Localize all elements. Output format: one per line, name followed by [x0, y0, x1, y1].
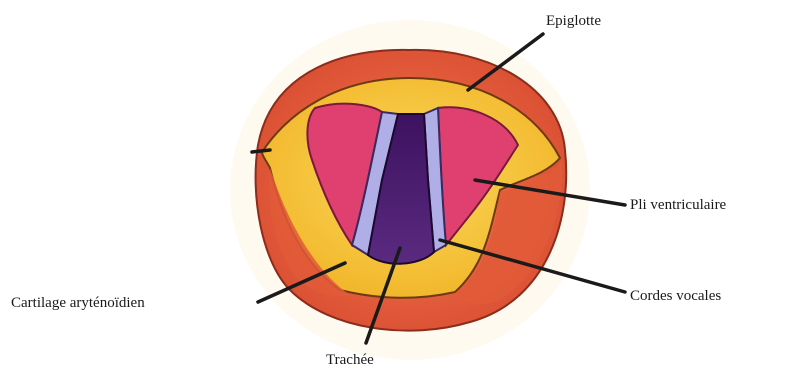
- label-pli-ventriculaire: Pli ventriculaire: [630, 196, 726, 214]
- leader-line-ring-edge: [252, 150, 270, 152]
- label-cartilage-arytenoidien: Cartilage aryténoïdien: [11, 294, 145, 312]
- label-trachee: Trachée: [326, 351, 374, 369]
- label-cordes-vocales: Cordes vocales: [630, 287, 721, 305]
- label-epiglotte: Epiglotte: [546, 12, 601, 30]
